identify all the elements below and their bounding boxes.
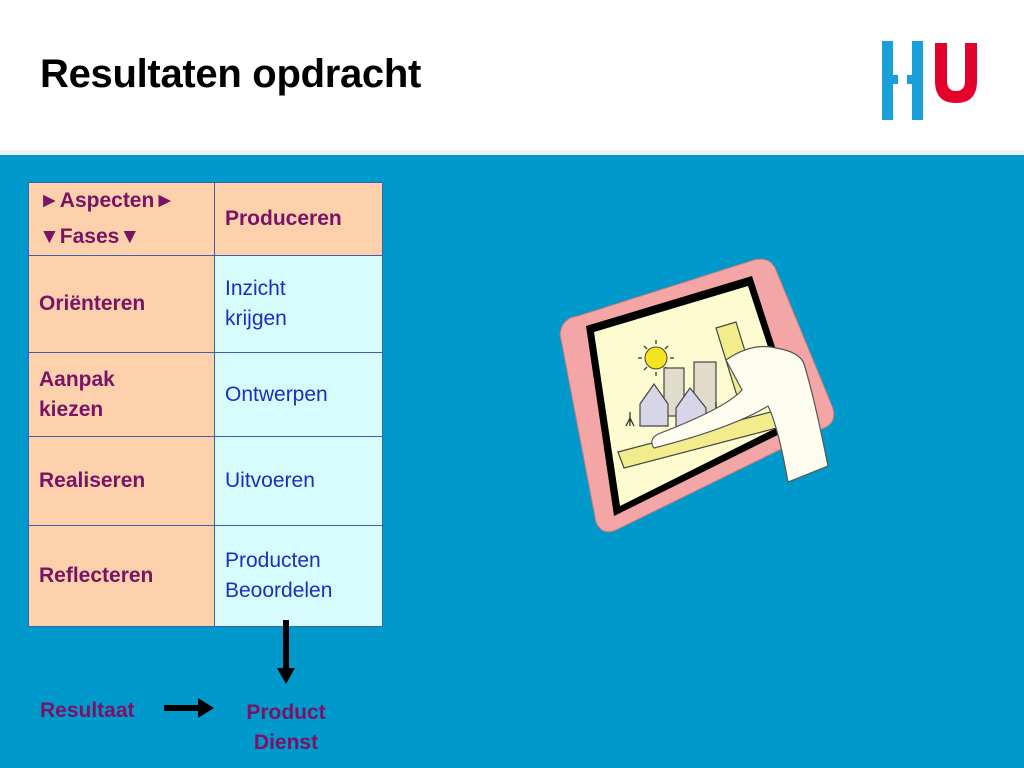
right-arrow-icon [164,698,214,718]
phase-line: kiezen [39,397,104,421]
result-line: Inzicht [225,277,286,300]
slide-header: Resultaten opdracht [0,0,1024,152]
phase-cell: Oriënteren [28,255,215,353]
table-header-row: ►Aspecten► ▼Fases▼ Produceren [28,182,383,256]
header-produceren-cell: Produceren [214,182,383,256]
slide-title: Resultaten opdracht [40,52,422,96]
result-line: krijgen [225,307,287,330]
aspects-label: ►Aspecten► [39,189,176,212]
table-row: Aanpak kiezen Ontwerpen [28,352,383,437]
result-cell: Ontwerpen [214,352,383,437]
phase-cell: Realiseren [28,436,215,526]
header-aspects-cell: ►Aspecten► ▼Fases▼ [28,182,215,256]
result-cell: Inzicht krijgen [214,255,383,353]
framed-city-picture-illustration-icon [559,258,835,533]
result-line: Beoordelen [225,579,333,602]
phase-line: Aanpak [39,367,115,391]
table-row: Oriënteren Inzicht krijgen [28,255,383,353]
table-row: Reflecteren Producten Beoordelen [28,525,383,627]
product-label: Product Dienst [228,698,344,758]
phase-cell: Reflecteren [28,525,215,627]
product-line: Product [246,701,326,724]
phase-table: ►Aspecten► ▼Fases▼ Produceren Oriënteren… [28,182,383,627]
result-cell: Uitvoeren [214,436,383,526]
result-cell: Producten Beoordelen [214,525,383,627]
hu-logo [882,41,977,120]
result-label: Resultaat [40,699,135,722]
table-row: Realiseren Uitvoeren [28,436,383,526]
phase-cell: Aanpak kiezen [28,352,215,437]
down-arrow-icon [277,620,295,684]
product-line: Dienst [253,731,319,754]
result-line: Producten [225,549,321,572]
header-divider [0,150,1024,156]
phases-label: ▼Fases▼ [39,225,141,248]
